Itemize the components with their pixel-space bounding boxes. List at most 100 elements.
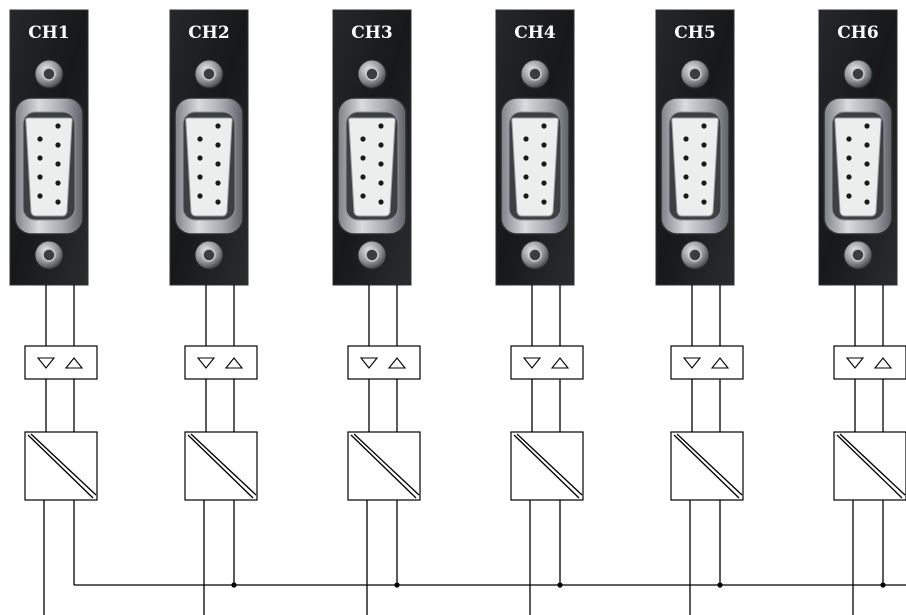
up-triangle-icon bbox=[64, 357, 84, 369]
db9-connector-icon[interactable] bbox=[337, 97, 407, 235]
connector-face bbox=[185, 117, 233, 217]
connector-pin bbox=[701, 142, 707, 148]
connector-pin bbox=[864, 161, 870, 167]
connector-pin bbox=[55, 142, 61, 148]
transceiver-icon bbox=[510, 345, 584, 380]
connector-pin bbox=[215, 142, 221, 148]
connector-pin bbox=[683, 193, 689, 199]
channel-6: CH6 bbox=[818, 9, 906, 615]
connector-pin bbox=[55, 180, 61, 186]
connector-pin bbox=[846, 155, 852, 161]
connector-pin bbox=[864, 142, 870, 148]
screw-icon bbox=[34, 59, 64, 89]
connector-pin bbox=[846, 136, 852, 142]
connector-pin bbox=[683, 136, 689, 142]
channel-3: CH3 bbox=[332, 9, 421, 615]
connector-pin bbox=[360, 155, 366, 161]
channel-label: CH3 bbox=[351, 23, 392, 43]
connector-pin bbox=[215, 123, 221, 129]
connector-pin bbox=[701, 161, 707, 167]
screw-icon bbox=[843, 240, 873, 270]
connector-face bbox=[834, 117, 882, 217]
connector-pin bbox=[683, 155, 689, 161]
connector-pin bbox=[215, 161, 221, 167]
connector-face bbox=[671, 117, 719, 217]
screw-icon bbox=[520, 59, 550, 89]
isolator-icon bbox=[833, 431, 906, 501]
screw-icon bbox=[520, 240, 550, 270]
channel-label: CH6 bbox=[837, 23, 878, 43]
connector-pin bbox=[55, 123, 61, 129]
connector-pin bbox=[683, 174, 689, 180]
connector-face bbox=[348, 117, 396, 217]
isolator-icon bbox=[670, 431, 744, 501]
connector-pin bbox=[378, 180, 384, 186]
connector-pin bbox=[523, 174, 529, 180]
db9-connector-icon[interactable] bbox=[174, 97, 244, 235]
connector-pin bbox=[37, 193, 43, 199]
connector-pin bbox=[215, 199, 221, 205]
screw-icon bbox=[357, 240, 387, 270]
connector-pin bbox=[55, 199, 61, 205]
down-triangle-icon bbox=[682, 357, 702, 369]
transceiver-icon bbox=[833, 345, 906, 380]
connector-pin bbox=[523, 155, 529, 161]
connector-pin bbox=[864, 123, 870, 129]
connector-pin bbox=[55, 161, 61, 167]
connector-pin bbox=[846, 193, 852, 199]
connector-pin bbox=[541, 123, 547, 129]
connector-pin bbox=[197, 174, 203, 180]
down-triangle-icon bbox=[522, 357, 542, 369]
connector-pin bbox=[523, 193, 529, 199]
isolator-icon bbox=[24, 431, 98, 501]
connector-pin bbox=[197, 136, 203, 142]
up-triangle-icon bbox=[387, 357, 407, 369]
connector-pin bbox=[37, 155, 43, 161]
down-triangle-icon bbox=[845, 357, 865, 369]
connector-pin bbox=[864, 180, 870, 186]
connector-pin bbox=[37, 174, 43, 180]
channel-5: CH5 bbox=[655, 9, 744, 615]
db9-connector-icon[interactable] bbox=[14, 97, 84, 235]
db9-connector-icon[interactable] bbox=[660, 97, 730, 235]
db9-connector-icon[interactable] bbox=[500, 97, 570, 235]
connector-pin bbox=[541, 180, 547, 186]
down-triangle-icon bbox=[359, 357, 379, 369]
connector-face bbox=[511, 117, 559, 217]
channel-label: CH1 bbox=[28, 23, 69, 43]
channel-1: CH1 bbox=[9, 9, 98, 615]
connector-face bbox=[25, 117, 73, 217]
screw-icon bbox=[34, 240, 64, 270]
transceiver-icon bbox=[670, 345, 744, 380]
connector-pin bbox=[523, 136, 529, 142]
connector-pin bbox=[701, 180, 707, 186]
transceiver-icon bbox=[347, 345, 421, 380]
isolator-icon bbox=[184, 431, 258, 501]
isolator-icon bbox=[347, 431, 421, 501]
connector-pin bbox=[360, 136, 366, 142]
connector-pin bbox=[864, 199, 870, 205]
channel-label: CH2 bbox=[188, 23, 229, 43]
connector-pin bbox=[360, 174, 366, 180]
connector-pin bbox=[378, 142, 384, 148]
connector-pin bbox=[215, 180, 221, 186]
connector-pin bbox=[701, 199, 707, 205]
channel-4: CH4 bbox=[495, 9, 584, 615]
isolator-icon bbox=[510, 431, 584, 501]
connector-pin bbox=[378, 199, 384, 205]
connector-pin bbox=[378, 123, 384, 129]
connector-pin bbox=[197, 193, 203, 199]
screw-icon bbox=[680, 240, 710, 270]
connector-pin bbox=[541, 199, 547, 205]
db9-connector-icon[interactable] bbox=[823, 97, 893, 235]
transceiver-icon bbox=[24, 345, 98, 380]
up-triangle-icon bbox=[710, 357, 730, 369]
connector-pin bbox=[541, 161, 547, 167]
channel-label: CH5 bbox=[674, 23, 715, 43]
transceiver-icon bbox=[184, 345, 258, 380]
connector-pin bbox=[701, 123, 707, 129]
screw-icon bbox=[194, 240, 224, 270]
up-triangle-icon bbox=[873, 357, 893, 369]
up-triangle-icon bbox=[224, 357, 244, 369]
